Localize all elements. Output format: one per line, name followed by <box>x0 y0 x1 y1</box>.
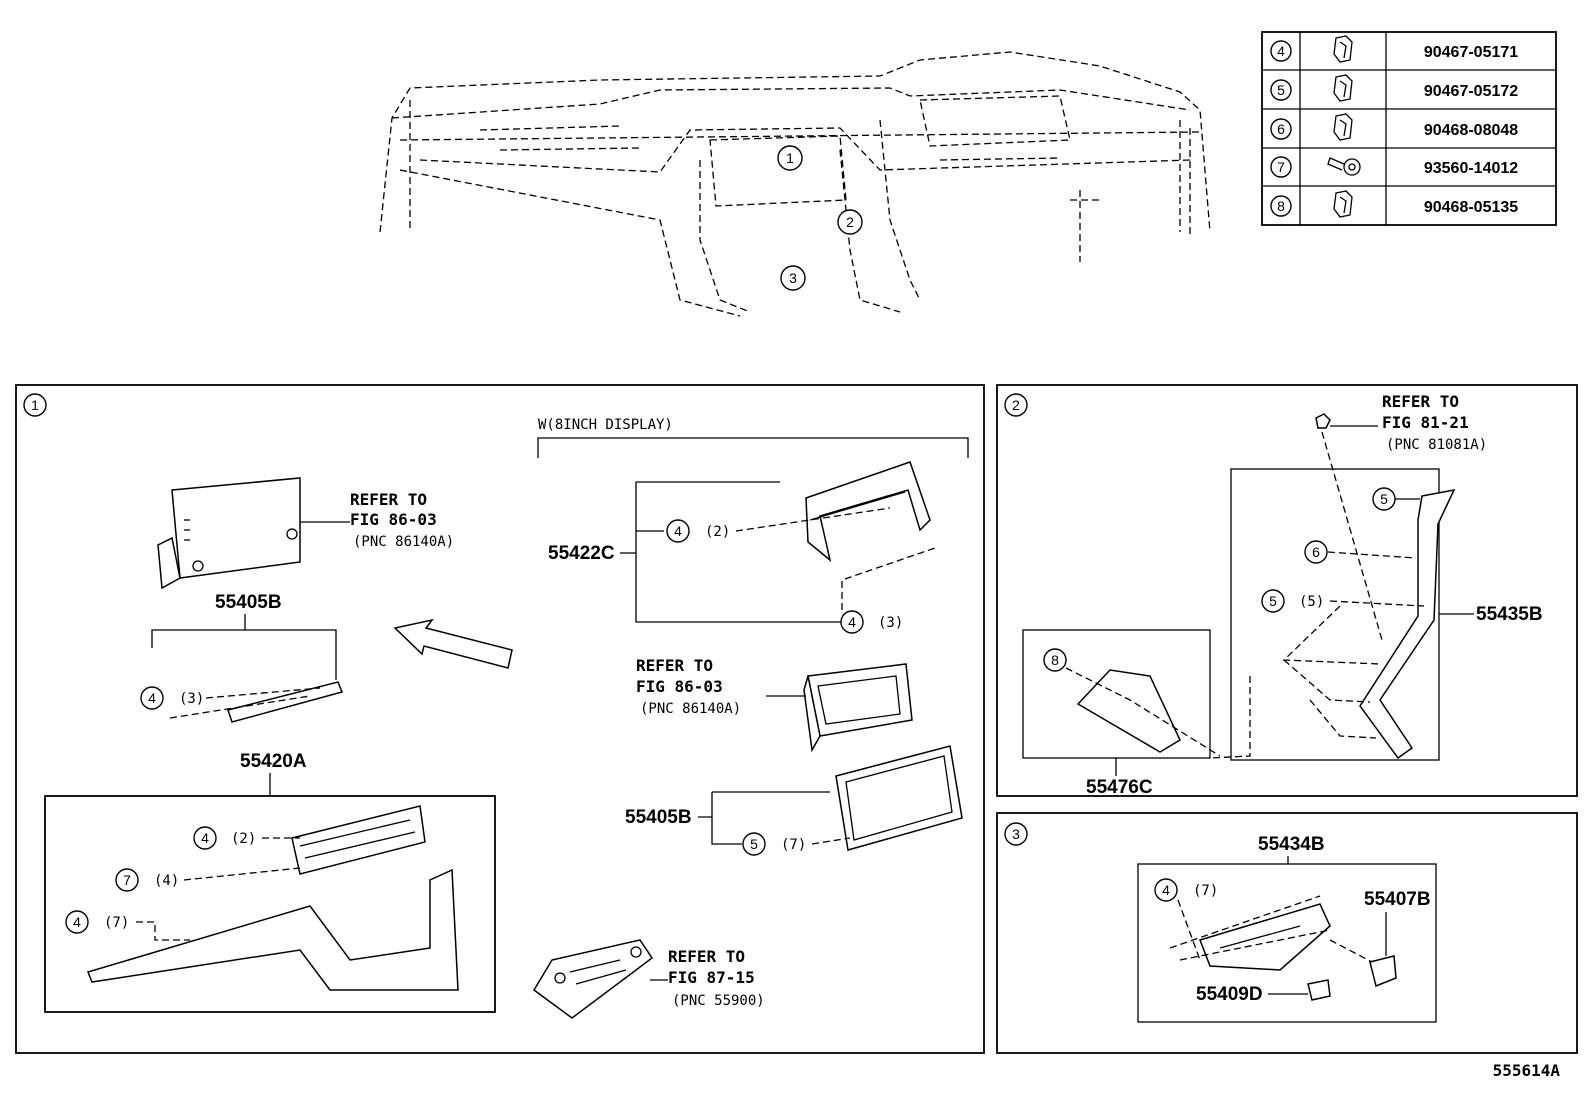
parts-table: 4 90467-05171 5 90467-05172 6 90468-0804 <box>1261 31 1557 226</box>
panel-2: 2 REFER TO FIG 81-21 (PNC 81081A) 5 6 5 … <box>996 384 1578 798</box>
refer-to-text: REFER TO <box>1382 392 1459 411</box>
panel-index: 2 <box>1012 397 1020 413</box>
clip-icon <box>1333 113 1353 141</box>
part-label-55435b: 55435B <box>1476 604 1543 625</box>
table-key: 8 <box>1277 198 1285 214</box>
table-row: 6 90468-08048 <box>1270 113 1518 141</box>
display-unit-illustration <box>157 477 301 590</box>
table-key: 5 <box>1277 82 1285 98</box>
callout-key: 4 <box>73 914 81 930</box>
table-row: 8 90468-05135 <box>1270 190 1518 218</box>
refer-fig-text: FIG 86-03 <box>636 677 723 696</box>
callout-qty: (3) <box>878 615 903 631</box>
refer-pnc-text: (PNC 86140A) <box>640 701 741 717</box>
variant-label: W(8INCH DISPLAY) <box>538 417 673 433</box>
part-number: 90467-05172 <box>1424 83 1518 100</box>
panel-index: 3 <box>1012 826 1020 842</box>
callout-key: 6 <box>1312 544 1320 560</box>
callout-qty: (5) <box>1299 594 1324 610</box>
refer-fig-text: FIG 87-15 <box>668 968 755 987</box>
refer-fig-text: FIG 86-03 <box>350 510 437 529</box>
callout-key: 4 <box>148 690 156 706</box>
clip-icon <box>1315 413 1331 429</box>
callout-qty: (3) <box>179 691 204 707</box>
callout-key: 4 <box>848 614 856 630</box>
overview-callout: 2 <box>846 214 854 230</box>
panel-3: 3 55434B 4 (7) 55407B 55409D <box>996 812 1578 1054</box>
screw-icon <box>1327 157 1361 176</box>
part-number: 90468-05135 <box>1424 199 1518 216</box>
part-label-55420a: 55420A <box>240 751 307 772</box>
part-label-55409d: 55409D <box>1196 984 1263 1005</box>
callout-qty: (7) <box>781 837 806 853</box>
callout-qty: (7) <box>104 915 129 931</box>
head-unit-illustration <box>803 663 913 753</box>
lower-panel-illustration <box>1199 903 1331 971</box>
refer-pnc-text: (PNC 86140A) <box>353 534 454 550</box>
clip-icon <box>1333 190 1353 218</box>
callout-qty: (4) <box>154 873 179 889</box>
bracket-illustration <box>805 461 931 562</box>
panel-1: 1 REFER TO FIG 86-03 (PNC 86140A) 55405B… <box>15 384 985 1054</box>
overview-callout: 3 <box>789 270 797 286</box>
bracket-trim-illustration <box>1076 669 1181 753</box>
part-label-55405b-right: 55405B <box>625 807 692 828</box>
callout-key: 4 <box>201 830 209 846</box>
callout-key: 5 <box>1269 593 1277 609</box>
refer-fig-text: FIG 81-21 <box>1382 413 1469 432</box>
callout-key: 5 <box>750 836 758 852</box>
table-key: 7 <box>1277 159 1285 175</box>
pillar-trim-illustration <box>1359 488 1456 760</box>
part-label-55422c: 55422C <box>548 543 615 564</box>
direction-arrow-icon <box>393 618 513 669</box>
switch-panel-illustration <box>533 939 654 1019</box>
refer-pnc-text: (PNC 81081A) <box>1386 437 1487 453</box>
callout-qty: (2) <box>705 524 730 540</box>
table-key: 6 <box>1277 121 1285 137</box>
part-label-55434b: 55434B <box>1258 834 1325 855</box>
callout-key: 8 <box>1051 652 1059 668</box>
table-row: 4 90467-05171 <box>1270 35 1518 63</box>
callout-qty: (2) <box>231 831 256 847</box>
callout-qty: (7) <box>1193 883 1218 899</box>
part-number: 90468-08048 <box>1424 122 1518 139</box>
part-label-55407b: 55407B <box>1364 889 1431 910</box>
instrument-panel-trim-illustration <box>86 805 459 991</box>
part-label-55405b: 55405B <box>215 592 282 613</box>
refer-to-text: REFER TO <box>668 947 745 966</box>
refer-to-text: REFER TO <box>636 656 713 675</box>
part-label-55476c: 55476C <box>1086 777 1153 798</box>
clip-icon <box>1333 74 1353 102</box>
callout-key: 4 <box>1162 882 1170 898</box>
panel-index: 1 <box>31 397 39 413</box>
cover-icon <box>1369 955 1397 988</box>
display-panel-illustration <box>835 745 963 851</box>
cover-icon <box>1307 979 1331 1001</box>
dashboard-overview: 1 2 3 <box>379 51 1211 317</box>
table-row: 7 93560-14012 <box>1270 156 1518 178</box>
callout-key: 7 <box>123 872 131 888</box>
table-row: 5 90467-05172 <box>1270 74 1518 102</box>
part-number: 93560-14012 <box>1424 160 1518 177</box>
refer-pnc-text: (PNC 55900) <box>672 993 765 1009</box>
table-key: 4 <box>1277 43 1285 59</box>
overview-callout: 1 <box>786 150 794 166</box>
callout-key: 5 <box>1380 491 1388 507</box>
callout-key: 4 <box>674 523 682 539</box>
refer-to-text: REFER TO <box>350 490 427 509</box>
figure-id: 555614A <box>1493 1061 1561 1080</box>
part-number: 90467-05171 <box>1424 44 1518 61</box>
clip-icon <box>1333 35 1353 63</box>
